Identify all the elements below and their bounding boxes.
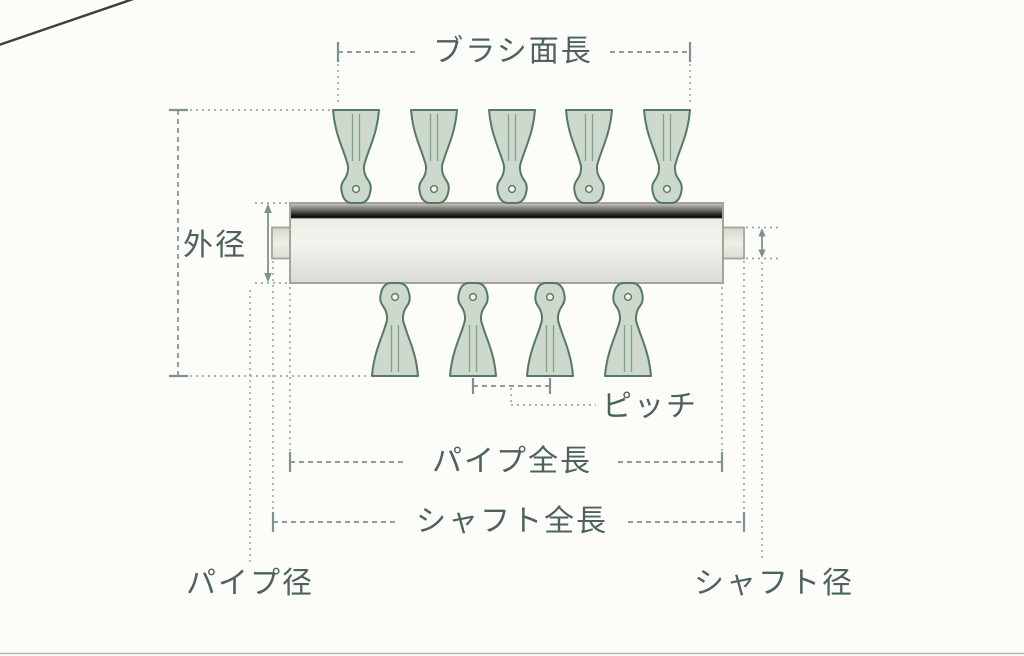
dim-pitch bbox=[471, 378, 596, 406]
dim-brush-face-length bbox=[336, 42, 692, 106]
brush-tuft-top bbox=[332, 109, 380, 204]
brush-tuft-bottom bbox=[604, 282, 652, 377]
shaft-stub-right bbox=[722, 226, 745, 260]
label-shaft-total-length: シャフト全長 bbox=[416, 504, 608, 539]
brush-tufts-top bbox=[332, 109, 691, 204]
label-brush-face-length: ブラシ面長 bbox=[433, 34, 593, 69]
label-pipe-total-length: パイプ全長 bbox=[432, 444, 592, 479]
scan-artifact-top-left bbox=[0, 0, 135, 46]
brush-tuft-top bbox=[410, 109, 458, 204]
brush-tuft-bottom bbox=[526, 282, 574, 377]
label-pitch: ピッチ bbox=[602, 389, 698, 424]
dim-shaft-total-length bbox=[271, 261, 746, 532]
pipe-body bbox=[289, 202, 724, 284]
brush-tufts-bottom bbox=[371, 282, 652, 377]
label-shaft-diameter: シャフト径 bbox=[694, 566, 854, 601]
dim-pipe-total-length bbox=[288, 287, 724, 472]
brush-tuft-top bbox=[488, 109, 536, 204]
label-outer-diameter: 外径 bbox=[183, 228, 247, 263]
brush-tuft-bottom bbox=[449, 282, 497, 377]
brush-tuft-bottom bbox=[371, 282, 419, 377]
dim-shaft-diameter bbox=[746, 226, 778, 562]
brush-tuft-top bbox=[565, 109, 613, 204]
shaft-stub-left bbox=[271, 226, 291, 260]
label-pipe-diameter: パイプ径 bbox=[186, 566, 314, 601]
dim-pipe-diameter bbox=[249, 202, 288, 562]
brush-tuft-top bbox=[643, 109, 691, 204]
dim-outer-diameter bbox=[169, 108, 370, 378]
